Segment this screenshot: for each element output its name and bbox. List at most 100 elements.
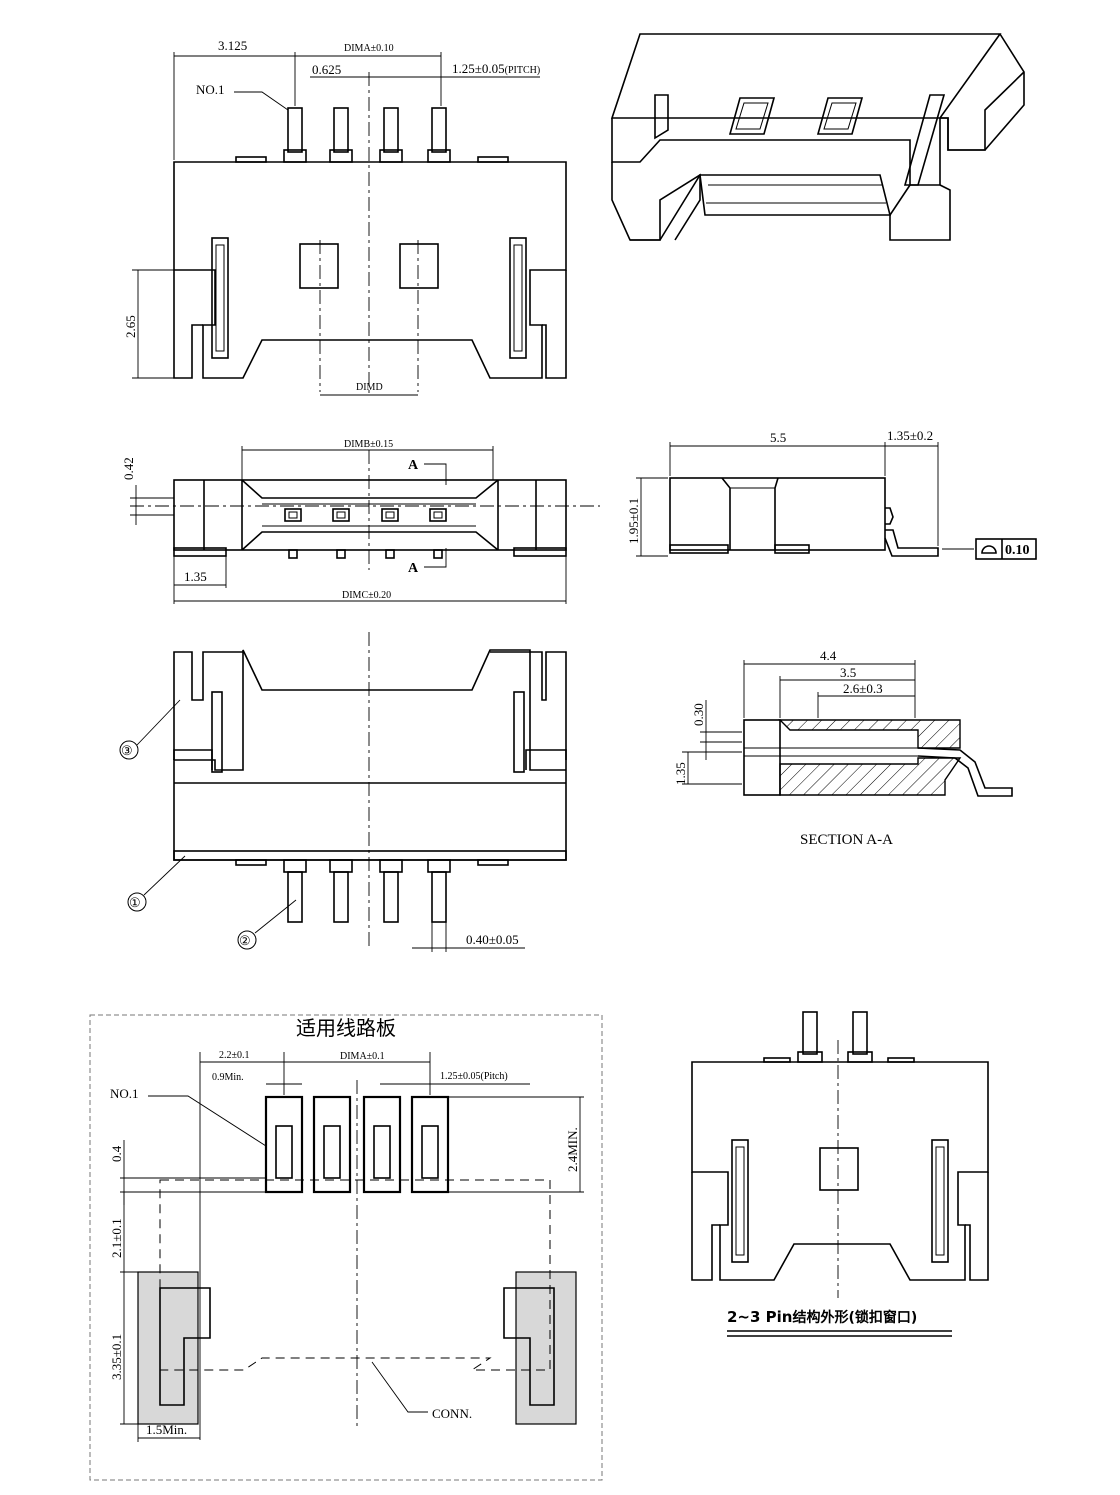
pin — [431, 107, 447, 153]
pin1-label: NO.1 — [196, 82, 225, 97]
pad — [410, 1095, 450, 1194]
isometric-view — [610, 33, 1025, 241]
iso-window-right-inner — [823, 102, 857, 130]
dim-15: 1.5Min. — [146, 1422, 187, 1437]
bottom-right-latch — [513, 691, 525, 773]
mounting-pad-left-inner — [159, 1287, 211, 1406]
small-left-latch-inner — [735, 1146, 745, 1256]
left-latch-inner — [215, 244, 225, 352]
pad-inner — [373, 1125, 391, 1179]
pin — [802, 1011, 818, 1055]
balloon-1 — [127, 892, 147, 912]
pin-row-top — [235, 107, 509, 163]
side-view: 5.5 1.35±0.2 1.95±0.1 0.10 — [626, 428, 1037, 560]
section-label: A — [408, 561, 419, 576]
iso-cavity — [699, 174, 892, 216]
pin-tail — [336, 549, 346, 559]
leader-line — [136, 699, 181, 746]
window-left — [299, 243, 339, 289]
side-step — [721, 477, 731, 550]
solder-tab — [763, 1057, 791, 1063]
section-marker — [424, 548, 447, 568]
dim-040: 0.40±0.05 — [466, 932, 519, 947]
balloon-3 — [119, 740, 139, 760]
balloon-2 — [237, 930, 257, 950]
dim-265: 2.65 — [123, 315, 138, 338]
mounting-pad-right-inner — [503, 1287, 555, 1406]
pin — [383, 107, 399, 153]
dim-21: 2.1±0.1 — [109, 1218, 124, 1258]
dim-135-sec: 1.35 — [673, 762, 688, 785]
pin — [852, 1011, 868, 1055]
pad — [312, 1095, 352, 1194]
pad — [264, 1095, 304, 1194]
dim-030: 0.30 — [691, 703, 706, 726]
bottom-base — [173, 850, 567, 861]
conn-label: CONN. — [432, 1406, 472, 1421]
top-view: 3.125 DIMA±0.10 0.625 1.25±0.05(PITCH) N… — [123, 38, 567, 396]
dim-3125: 3.125 — [218, 38, 247, 53]
pin-tail — [433, 549, 443, 559]
bottom-left-ear — [173, 651, 243, 760]
front-body — [173, 479, 567, 551]
pin — [431, 871, 447, 923]
flatness-value: 0.10 — [1005, 543, 1030, 558]
small-right-latch — [931, 1139, 949, 1263]
iso-window-left-inner — [735, 102, 769, 130]
solder-tab — [477, 156, 509, 163]
dim-55: 5.5 — [770, 430, 786, 445]
balloon-2-label: ② — [239, 933, 251, 948]
flatness-frame — [975, 538, 1037, 560]
section-front — [743, 719, 781, 796]
iso-front-face — [611, 118, 941, 186]
dim-dima: DIMA±0.10 — [344, 43, 394, 54]
leader-line — [371, 1361, 428, 1413]
iso-window-right — [816, 97, 864, 135]
pcb-frame — [89, 1014, 603, 1481]
section-lower-wall — [779, 757, 962, 796]
leader-line — [143, 855, 186, 896]
side-step — [774, 477, 779, 550]
iso-left-latch — [654, 94, 669, 140]
small-outline — [691, 1061, 989, 1281]
small-left-ear — [691, 1172, 720, 1281]
small-window — [819, 1147, 859, 1191]
left-latch — [211, 237, 229, 359]
side-foot — [669, 544, 729, 554]
contact-inner — [336, 511, 346, 519]
pin-base — [379, 149, 403, 163]
dim-22: 2.2±0.1 — [219, 1050, 250, 1061]
iso-right-lower — [889, 184, 951, 241]
bottom-view: ③ ① ② 0.40±0.05 — [119, 632, 567, 952]
solder-tab — [235, 156, 267, 163]
pin-base — [427, 149, 451, 163]
dim-0625: 0.625 — [312, 62, 341, 77]
small-right-latch-inner — [935, 1146, 945, 1256]
small-right-ear — [965, 1172, 989, 1281]
window-right — [399, 243, 439, 289]
pin — [383, 871, 399, 923]
mounting-pads — [137, 1271, 577, 1425]
contact — [429, 508, 447, 522]
contact — [284, 508, 302, 522]
pin-base — [379, 859, 403, 873]
front-contacts — [284, 508, 447, 559]
dim-042: 0.42 — [121, 457, 136, 480]
pcb-title: 适用线路板 — [296, 1016, 396, 1040]
dim-09: 0.9Min. — [212, 1072, 244, 1083]
front-cavity-top — [241, 479, 499, 499]
pin-base — [329, 859, 353, 873]
pin-base — [283, 149, 307, 163]
solder-tab — [235, 859, 267, 866]
pcb-layout: 适用线路板 2.2±0.1 DIMA±0.1 0.9Min. 1.25 — [89, 1014, 603, 1481]
bottom-outline — [173, 649, 567, 861]
side-body — [669, 477, 886, 551]
dim-04: 0.4 — [109, 1145, 124, 1162]
iso-right-latch — [903, 94, 946, 186]
pin-base — [797, 1051, 823, 1063]
side-foot — [774, 544, 810, 554]
pad1-label: NO.1 — [110, 1086, 139, 1101]
leader-line — [234, 91, 289, 111]
